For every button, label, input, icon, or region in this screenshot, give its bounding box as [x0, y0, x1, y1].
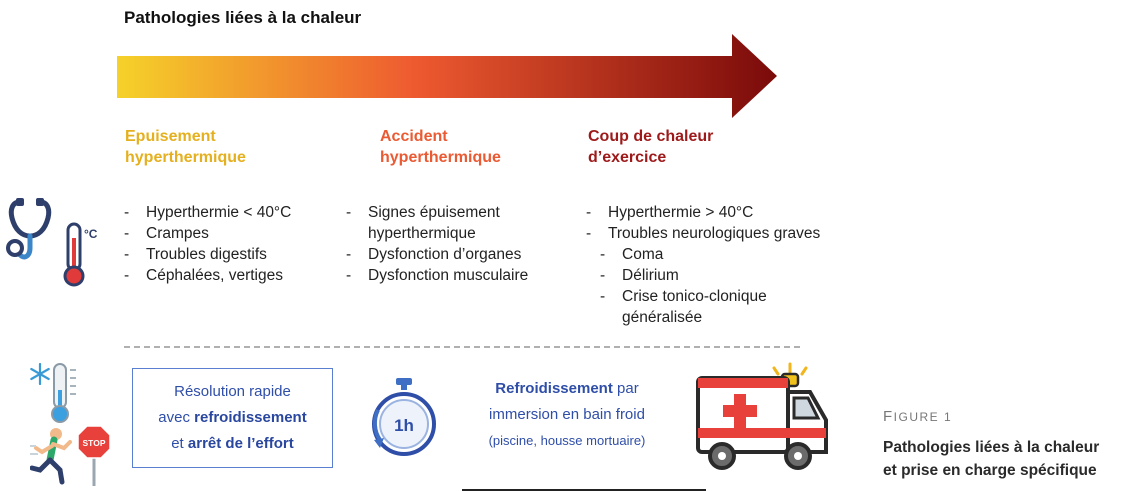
runner-stop-icon: STOP: [30, 425, 111, 486]
list-item: Hyperthermie > 40°C: [586, 202, 820, 223]
list-item: Dysfonction musculaire: [346, 265, 528, 286]
diagram-title: Pathologies liées à la chaleur: [124, 8, 362, 27]
category-label: Epuisement: [125, 128, 216, 145]
stop-sign-text: STOP: [83, 438, 106, 448]
symptom-list-accident: Signes épuisement hyperthermique Dysfonc…: [346, 202, 528, 286]
symptom-list-coup-de-chaleur: Hyperthermie > 40°C Troubles neurologiqu…: [586, 202, 820, 328]
caption-line: et prise en charge spécifique: [883, 462, 1097, 479]
category-label: hyperthermique: [125, 149, 246, 166]
list-item: Délirium: [586, 265, 820, 286]
figure-label: FIGURE 1: [883, 408, 952, 425]
figure-caption: Pathologies liées à la chaleur et prise …: [883, 436, 1099, 482]
list-item: Coma: [586, 244, 820, 265]
treatment-text: avec: [158, 409, 195, 426]
list-item: Dysfonction d’organes: [346, 244, 528, 265]
severity-gradient-arrow: [117, 34, 777, 118]
list-item: Crampes: [124, 223, 291, 244]
category-accident: Accident hyperthermique: [380, 126, 501, 168]
treatment-bold-text: Refroidissement: [495, 380, 613, 397]
stopwatch-label: 1h: [394, 416, 414, 435]
list-item: Céphalées, vertiges: [124, 265, 291, 286]
treatment-line: (piscine, housse mortuaire): [488, 433, 646, 448]
category-label: Accident: [380, 128, 448, 145]
bottom-rule: [462, 489, 706, 491]
category-label: d’exercice: [588, 149, 667, 166]
list-item: Troubles digestifs: [124, 244, 291, 265]
category-label: hyperthermique: [380, 149, 501, 166]
list-item: Crise tonico-clonique: [586, 286, 820, 307]
treatment-line: Refroidissement par: [470, 376, 664, 402]
figure-label-rest: IGURE 1: [893, 410, 953, 424]
treatment-box-rapid-resolution: Résolution rapide avec refroidissement e…: [132, 368, 333, 468]
treatment-line: Résolution rapide: [174, 383, 291, 400]
treatment-line: immersion en bain froid: [489, 406, 645, 423]
ambulance-icon: [696, 362, 828, 470]
list-item: hyperthermique: [368, 225, 476, 242]
list-item: Signes épuisement: [346, 202, 528, 223]
treatment-text: et: [171, 435, 188, 452]
category-coup-de-chaleur: Coup de chaleur d’exercice: [588, 126, 713, 168]
treatment-text: par: [612, 380, 639, 397]
caption-line: Pathologies liées à la chaleur: [883, 439, 1100, 456]
stopwatch-icon: 1h: [372, 378, 436, 456]
symptom-list-epuisement: Hyperthermie < 40°C Crampes Troubles dig…: [124, 202, 291, 286]
category-label: Coup de chaleur: [588, 128, 714, 145]
treatment-cold-immersion: Refroidissement par immersion en bain fr…: [470, 376, 664, 454]
cold-thermometer-icon: [30, 362, 76, 423]
list-item: Hyperthermie < 40°C: [124, 202, 291, 223]
treatment-line: et arrêt de l’effort: [133, 431, 332, 457]
treatment-line: avec refroidissement: [133, 405, 332, 431]
treatment-bold-text: arrêt de l’effort: [187, 435, 294, 452]
list-item: généralisée: [622, 309, 703, 326]
section-divider: [124, 346, 800, 348]
celsius-unit: °C: [84, 227, 98, 241]
stethoscope-thermometer-icon: °C: [6, 198, 98, 287]
figure-label-initial: F: [883, 408, 894, 425]
treatment-bold-text: refroidissement: [194, 409, 307, 426]
list-item: Troubles neurologiques graves: [586, 223, 820, 244]
category-epuisement: Epuisement hyperthermique: [125, 126, 246, 168]
